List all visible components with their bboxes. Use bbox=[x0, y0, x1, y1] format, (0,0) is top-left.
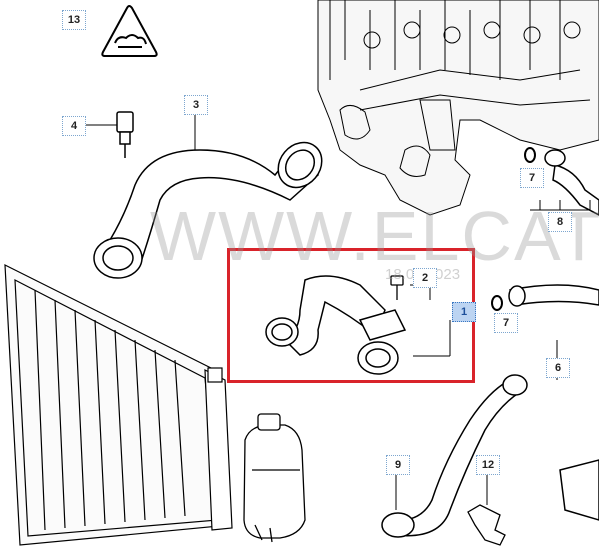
temperature-sensor bbox=[86, 111, 134, 158]
radiator bbox=[4, 264, 233, 546]
expansion-tank bbox=[243, 413, 306, 543]
callout-13[interactable]: 13 bbox=[62, 10, 86, 30]
upper-radiator-hose bbox=[93, 113, 323, 279]
callout-12[interactable]: 12 bbox=[476, 455, 500, 475]
right-pipes bbox=[508, 149, 599, 521]
hose-clip bbox=[467, 474, 506, 546]
callout-9[interactable]: 9 bbox=[386, 455, 410, 475]
callout-7-upper[interactable]: 7 bbox=[520, 168, 544, 188]
callout-3[interactable]: 3 bbox=[184, 95, 208, 115]
o-rings bbox=[491, 147, 536, 311]
bolt bbox=[390, 275, 431, 300]
callout-8[interactable]: 8 bbox=[548, 212, 572, 232]
radiator-hose-1 bbox=[265, 275, 451, 375]
watermark-text: WWW.ELCATS bbox=[150, 197, 599, 275]
callout-7-lower[interactable]: 7 bbox=[494, 313, 518, 333]
callout-4[interactable]: 4 bbox=[62, 116, 86, 136]
coolant-warning-label bbox=[101, 5, 158, 57]
callout-6[interactable]: 6 bbox=[546, 358, 570, 378]
lower-hose bbox=[381, 374, 528, 538]
callout-2[interactable]: 2 bbox=[413, 268, 437, 288]
callout-1[interactable]: 1 bbox=[452, 302, 476, 322]
engine-block bbox=[317, 0, 599, 216]
